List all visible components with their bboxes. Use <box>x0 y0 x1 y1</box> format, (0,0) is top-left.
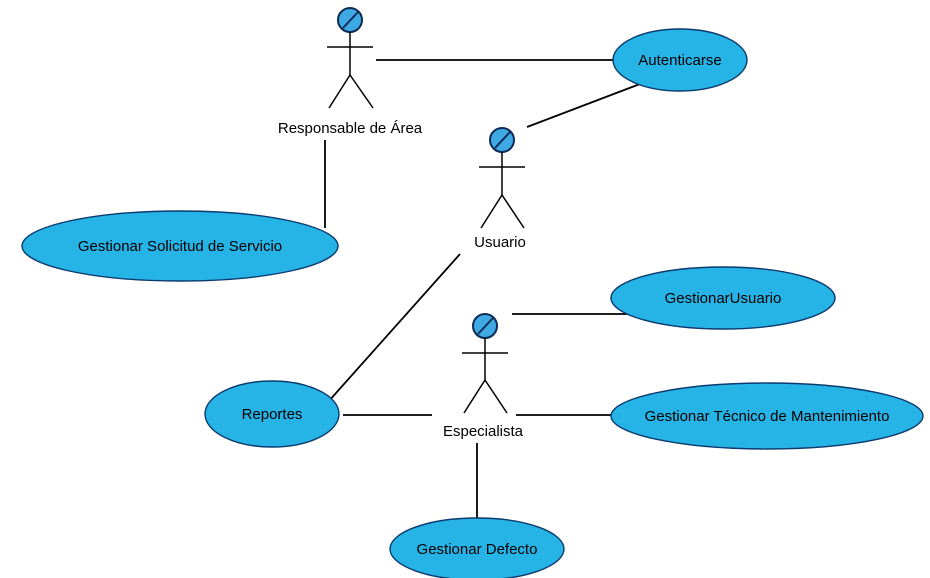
actor-especialista: Especialista <box>443 313 524 440</box>
usecase-label-reportes: Reportes <box>242 406 303 423</box>
actor-head-icon <box>489 127 515 153</box>
actor-head-icon <box>472 313 498 339</box>
usecase-gestionar-usuario[interactable]: GestionarUsuario <box>610 266 836 330</box>
usecase-gestionar-defecto[interactable]: Gestionar Defecto <box>389 517 565 578</box>
actor-label-especialista: Especialista <box>443 423 524 440</box>
actor-usuario: Usuario <box>474 127 526 251</box>
actor-label-usuario: Usuario <box>474 234 526 251</box>
actor-head-icon <box>337 7 363 33</box>
usecase-label-gestionar-tecnico: Gestionar Técnico de Mantenimiento <box>645 408 890 425</box>
usecase-label-autenticarse: Autenticarse <box>638 52 721 69</box>
usecase-gestionar-tecnico[interactable]: Gestionar Técnico de Mantenimiento <box>610 382 924 450</box>
usecase-reportes[interactable]: Reportes <box>204 380 340 448</box>
usecase-autenticarse[interactable]: Autenticarse <box>612 28 748 92</box>
usecase-gestionar-solicitud[interactable]: Gestionar Solicitud de Servicio <box>21 210 339 282</box>
actor-label-responsable: Responsable de Área <box>278 120 423 137</box>
assoc-usuario-autenticarse <box>526 83 641 128</box>
usecase-label-gestionar-usuario: GestionarUsuario <box>665 290 782 307</box>
assoc-usuario-reportes <box>327 253 461 403</box>
usecase-label-gestionar-defecto: Gestionar Defecto <box>417 541 538 558</box>
usecase-label-gestionar-solicitud: Gestionar Solicitud de Servicio <box>78 238 282 255</box>
actor-responsable: Responsable de Área <box>278 7 423 137</box>
